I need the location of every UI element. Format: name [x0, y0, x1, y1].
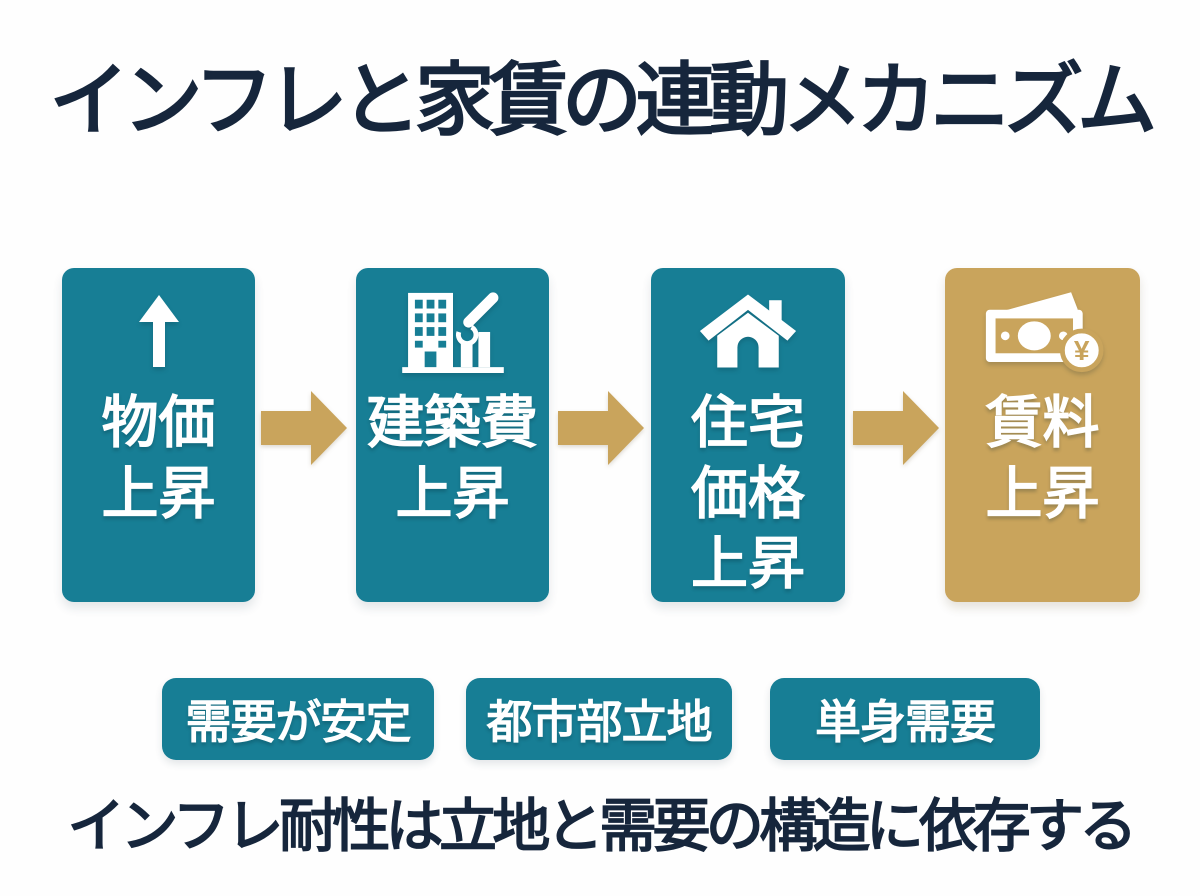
flow-arrow-icon	[558, 391, 644, 465]
money-yen-icon: ¥	[982, 288, 1104, 374]
step-label-line: 物価	[101, 391, 216, 455]
flow-step-rent-rise: ¥ 賃料 上昇	[945, 268, 1140, 602]
step-label-line: 賃料	[985, 391, 1100, 455]
tag-urban-location: 都市部立地	[466, 678, 732, 760]
step-label-line: 上昇	[101, 461, 216, 526]
step-label-line: 上昇	[395, 461, 510, 526]
step-label-line: 価格	[691, 461, 805, 526]
building-construction-icon	[401, 288, 505, 374]
yen-symbol: ¥	[1073, 335, 1089, 366]
flow-arrow-icon	[261, 391, 347, 465]
step-label: 住宅 価格 上昇	[691, 388, 805, 600]
up-arrow-icon	[138, 288, 179, 374]
tag-label: 単身需要	[815, 696, 996, 748]
flow-step-construction-cost-rise: 建築費 上昇	[356, 268, 549, 602]
flow-arrow-icon	[853, 391, 939, 465]
step-label-line: 上昇	[985, 461, 1100, 526]
flow-step-price-rise: 物価 上昇	[62, 268, 255, 602]
footer-statement: インフレ耐性は立地と需要の構造に依存する	[67, 794, 1137, 859]
tag-label: 需要が安定	[185, 696, 412, 748]
house-icon	[698, 288, 798, 374]
tag-single-person-demand: 単身需要	[770, 678, 1040, 760]
step-label-line: 住宅	[691, 391, 805, 455]
step-label: 物価 上昇	[102, 388, 216, 529]
tag-label: 都市部立地	[486, 696, 713, 748]
step-label: 建築費 上昇	[367, 388, 538, 529]
step-label-line: 建築費	[367, 391, 538, 455]
step-label: 賃料 上昇	[986, 388, 1100, 529]
flow-step-housing-price-rise: 住宅 価格 上昇	[651, 268, 845, 602]
page-title: インフレと家賃の連動メカニズム	[49, 56, 1157, 145]
step-label-line: 上昇	[691, 532, 805, 597]
tag-stable-demand: 需要が安定	[162, 678, 434, 760]
